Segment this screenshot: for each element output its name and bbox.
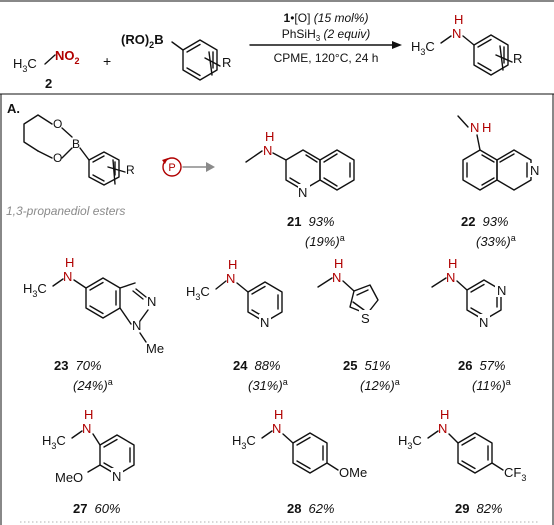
compound-21-structure: N H N bbox=[245, 129, 355, 200]
svg-text:H3C: H3C bbox=[186, 284, 210, 302]
svg-text:N: N bbox=[470, 120, 479, 135]
svg-text:H: H bbox=[84, 407, 93, 422]
reaction-arrow bbox=[249, 41, 402, 49]
svg-text:N: N bbox=[479, 315, 488, 330]
svg-text:N: N bbox=[132, 318, 141, 333]
svg-text:H: H bbox=[448, 256, 457, 271]
svg-text:MeO: MeO bbox=[55, 470, 83, 485]
compound-24-structure: H3C N H N bbox=[186, 257, 283, 330]
gray-arrow bbox=[182, 162, 215, 172]
svg-text:(RO)2B: (RO)2B bbox=[121, 32, 164, 50]
product-arylamine: H3C N H R bbox=[411, 12, 522, 76]
svg-text:N: N bbox=[452, 26, 461, 41]
svg-text:R: R bbox=[222, 55, 231, 70]
svg-text:H3C: H3C bbox=[13, 56, 37, 74]
svg-text:H: H bbox=[274, 407, 283, 422]
svg-text:N: N bbox=[226, 271, 235, 286]
svg-text:N: N bbox=[263, 143, 272, 158]
svg-text:H3C: H3C bbox=[42, 433, 66, 451]
svg-text:(19%)a: (19%)a bbox=[305, 233, 345, 249]
compound-29-structure: H3C N H CF3 bbox=[398, 407, 526, 483]
svg-text:(11%)a: (11%)a bbox=[472, 377, 511, 393]
svg-text:O: O bbox=[53, 117, 62, 131]
plus-sign: + bbox=[103, 53, 111, 69]
svg-text:N: N bbox=[272, 421, 281, 436]
compound-27-structure: H3C N H N MeO bbox=[42, 407, 135, 485]
svg-text:H: H bbox=[228, 257, 237, 272]
compound-23-structure: H3C N H N N Me bbox=[23, 255, 164, 356]
svg-text:H: H bbox=[440, 407, 449, 422]
silane-condition: PhSiH3 (2 equiv) bbox=[282, 27, 371, 43]
svg-text:N: N bbox=[298, 185, 307, 200]
svg-text:(31%)a: (31%)a bbox=[248, 377, 288, 393]
svg-text:P: P bbox=[168, 162, 175, 174]
product-cycle-icon: P bbox=[162, 157, 182, 177]
svg-text:N: N bbox=[260, 315, 269, 330]
svg-text:H: H bbox=[65, 255, 74, 270]
boronic-ester-reagent: (RO)2B R bbox=[121, 32, 231, 81]
catalyst-condition: 1•[O] (15 mol%) bbox=[284, 11, 369, 25]
svg-text:R: R bbox=[126, 163, 135, 177]
svg-text:H: H bbox=[454, 12, 463, 27]
svg-text:N: N bbox=[63, 269, 72, 284]
svg-text:N: N bbox=[446, 270, 455, 285]
svg-text:O: O bbox=[53, 151, 62, 165]
nitromethane-reagent: H3C NO2 2 bbox=[13, 48, 80, 91]
propanediol-ester: O O B R 1,3-propanediol esters bbox=[6, 114, 135, 218]
svg-text:H: H bbox=[265, 129, 274, 144]
svg-text:N: N bbox=[497, 283, 506, 298]
svg-text:N: N bbox=[147, 294, 156, 309]
svg-text:N: N bbox=[530, 163, 539, 178]
compound-28-structure: H3C N H OMe bbox=[232, 407, 367, 480]
svg-text:B: B bbox=[72, 137, 80, 151]
svg-text:N: N bbox=[82, 421, 91, 436]
svg-text:H3C: H3C bbox=[398, 433, 422, 451]
svg-text:H3C: H3C bbox=[411, 39, 435, 57]
svg-text:OMe: OMe bbox=[339, 465, 367, 480]
solvent-temperature-condition: CPME, 120°C, 24 h bbox=[274, 51, 379, 65]
ester-caption: 1,3-propanediol esters bbox=[6, 204, 125, 218]
svg-text:NO2: NO2 bbox=[55, 48, 80, 66]
svg-text:Me: Me bbox=[146, 341, 164, 356]
svg-text:H: H bbox=[482, 120, 491, 135]
compound-25-structure: N H S bbox=[317, 256, 379, 326]
svg-text:H3C: H3C bbox=[232, 433, 256, 451]
svg-text:R: R bbox=[513, 51, 522, 66]
reagent-number: 2 bbox=[45, 76, 52, 91]
svg-text:(33%)a: (33%)a bbox=[476, 233, 516, 249]
svg-text:S: S bbox=[361, 311, 370, 326]
svg-text:H: H bbox=[334, 256, 343, 271]
compound-26-structure: N H N N bbox=[431, 256, 509, 330]
svg-text:(12%)a: (12%)a bbox=[360, 377, 400, 393]
compound-22-structure: N H N bbox=[457, 115, 543, 191]
svg-text:N: N bbox=[112, 469, 121, 484]
svg-text:CF3: CF3 bbox=[504, 465, 526, 483]
svg-text:N: N bbox=[332, 270, 341, 285]
svg-text:N: N bbox=[438, 421, 447, 436]
svg-text:H3C: H3C bbox=[23, 281, 47, 299]
svg-text:(24%)a: (24%)a bbox=[73, 377, 113, 393]
section-a-label: A. bbox=[7, 101, 20, 116]
